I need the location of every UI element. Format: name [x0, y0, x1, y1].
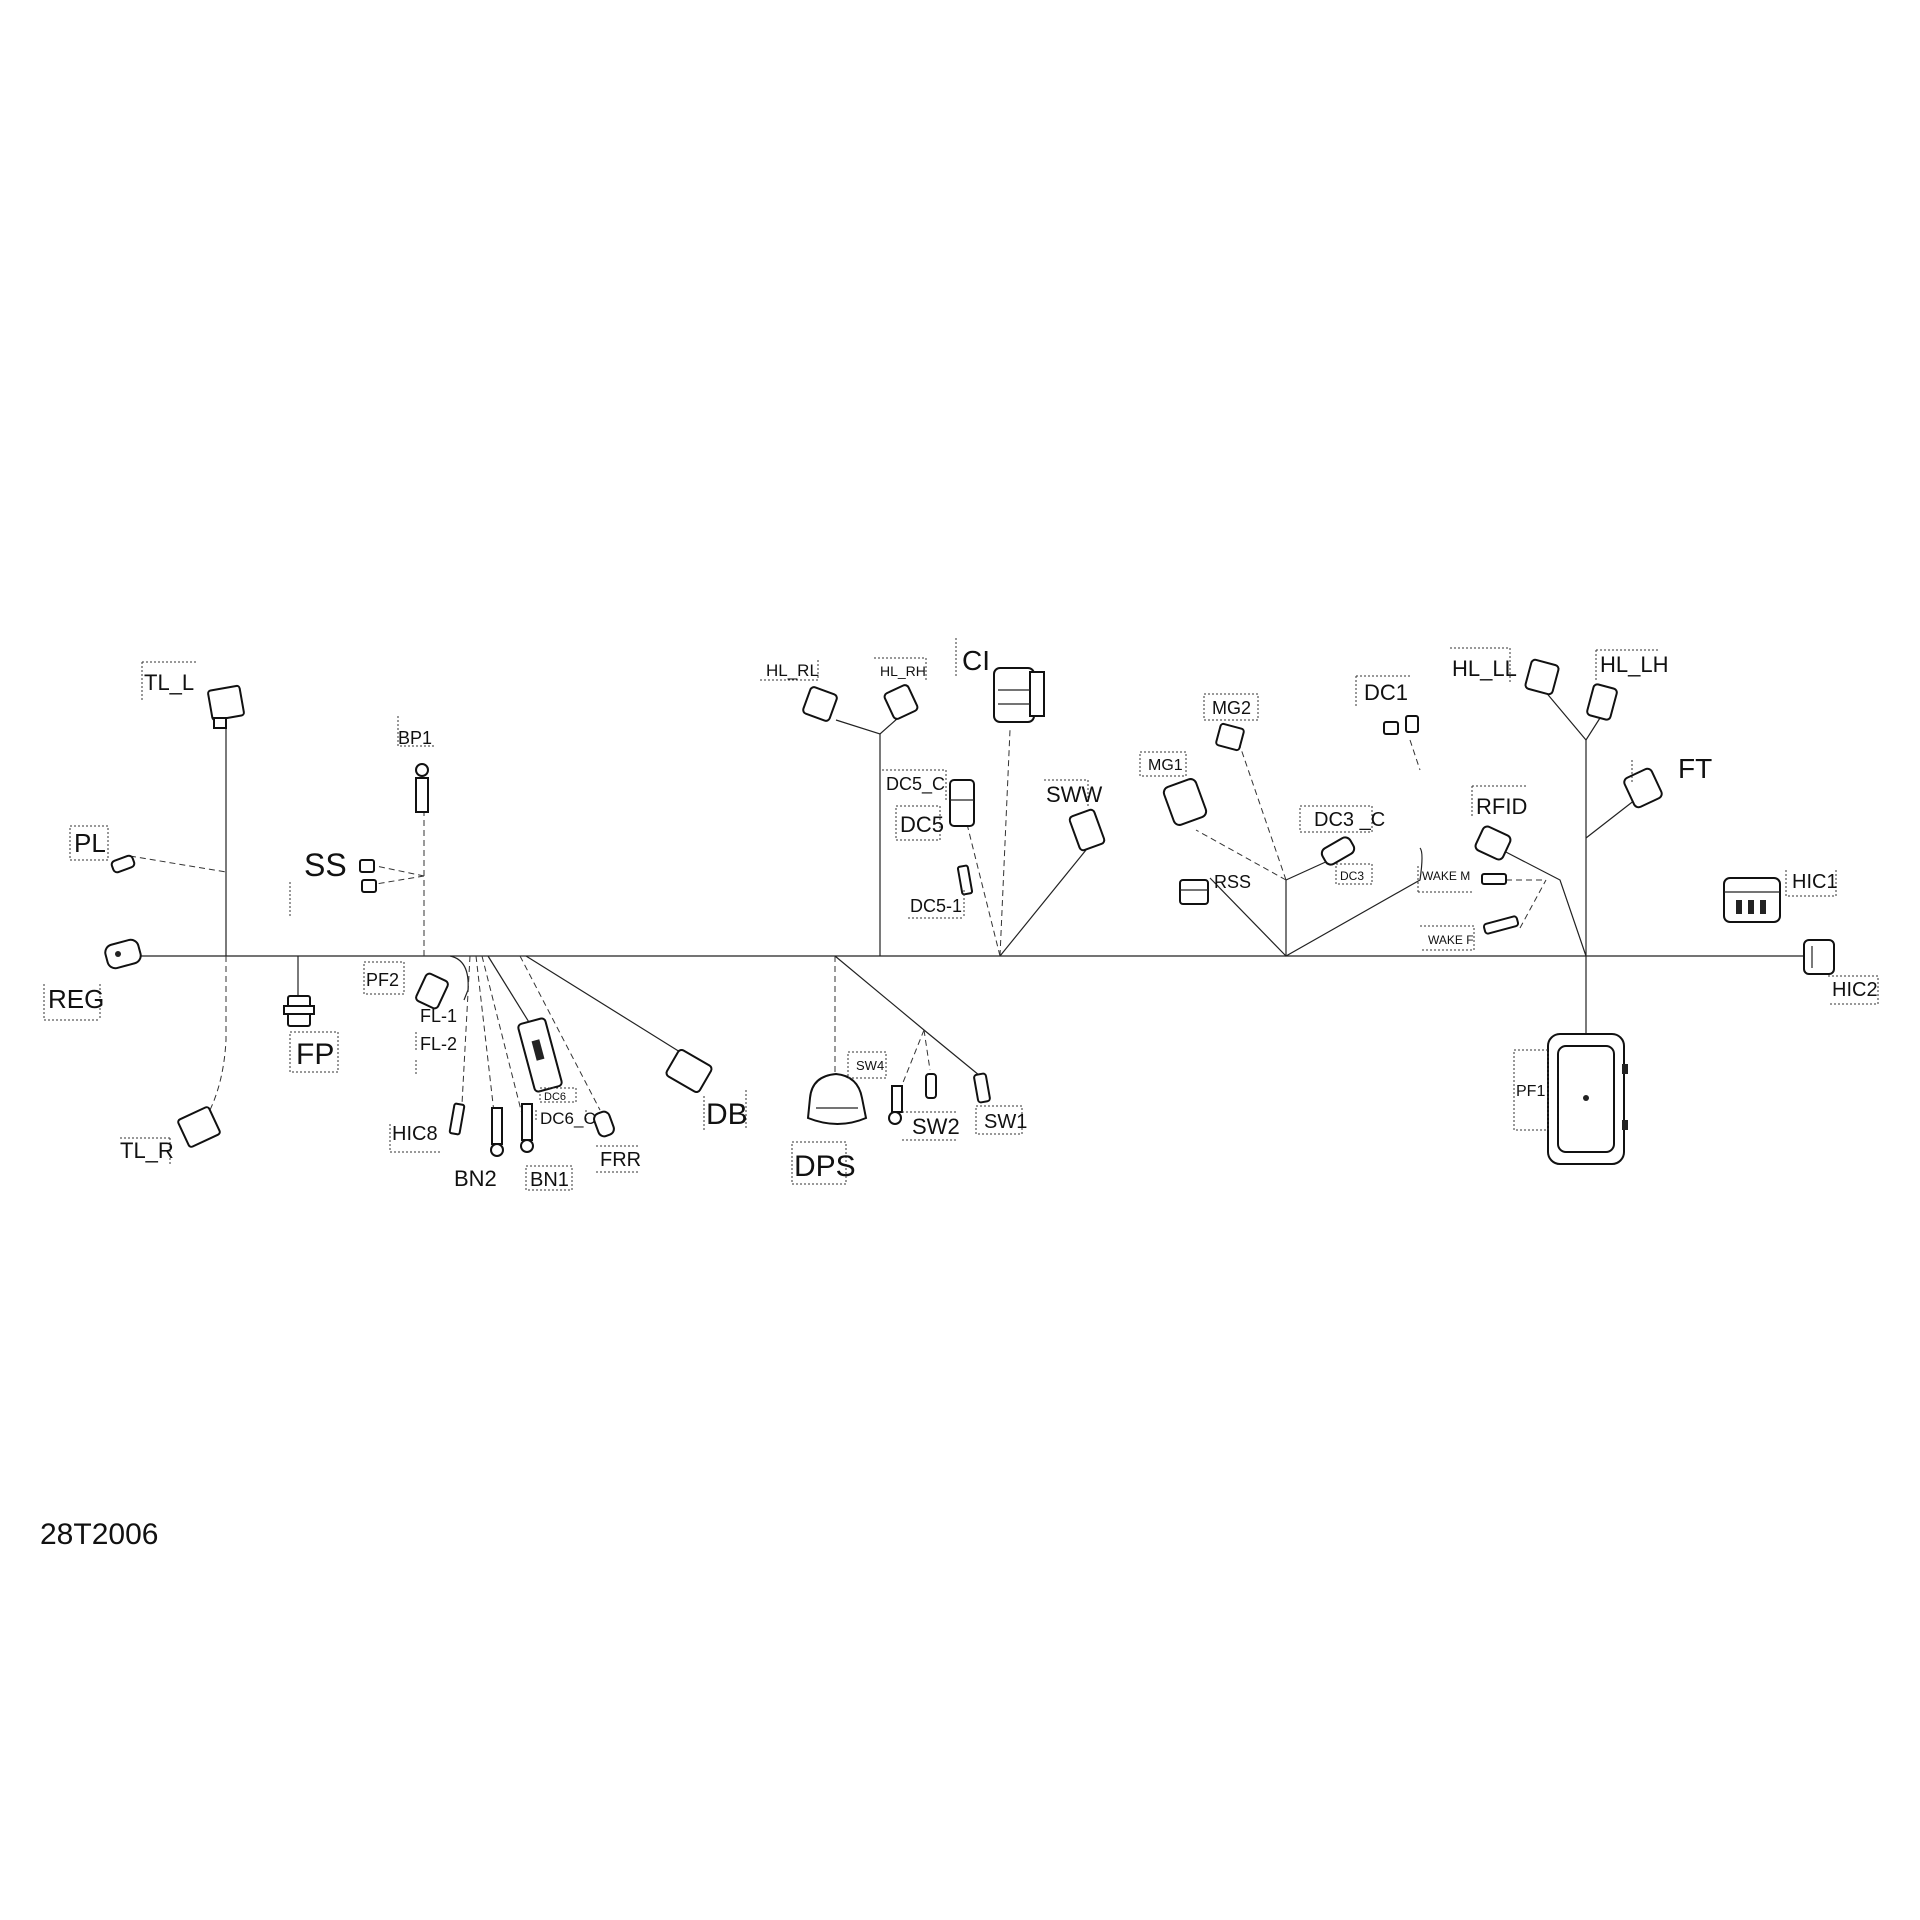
label-sww: SWW: [1046, 782, 1102, 807]
label-ss: SS: [304, 847, 347, 883]
connector-hl-ll-icon: [1524, 658, 1560, 696]
label-bn1: BN1: [530, 1169, 569, 1191]
label-hl-ll: HL_LL: [1452, 656, 1517, 681]
label-fl-2: FL-2: [420, 1034, 457, 1054]
label-dc3: DC3: [1340, 869, 1364, 883]
connector-hic8-icon: [448, 1102, 466, 1136]
connector-hl-rl-icon: [802, 686, 838, 722]
label-dc5-1: DC5-1: [910, 896, 962, 916]
label-hic1: HIC1: [1792, 871, 1838, 893]
label-dc6: DC6: [544, 1091, 566, 1103]
connector-bp1-icon: [415, 763, 429, 813]
label-dps: DPS: [794, 1150, 856, 1183]
connector-tl-l-icon: [207, 684, 245, 729]
connector-sww-icon: [1068, 808, 1106, 852]
label-pf1: PF1: [1516, 1083, 1545, 1100]
label-fp: FP: [296, 1038, 334, 1071]
connector-wake-m-icon: [1481, 873, 1507, 885]
diagram-reference-number: 28T2006: [40, 1518, 158, 1551]
connector-dc1-icon: [1383, 715, 1419, 735]
connector-rss-icon: [1179, 879, 1209, 905]
label-dc1: DC1: [1364, 680, 1408, 705]
label-hl-rl: HL_RL: [766, 661, 819, 680]
connector-hl-lh-icon: [1586, 683, 1618, 721]
harness-wires: [129, 689, 1810, 1131]
label-hl-rh: HL_RH: [880, 663, 926, 679]
connector-bn1-icon: [520, 1103, 534, 1153]
connector-db-icon: [665, 1048, 713, 1094]
connector-ss-icon: [359, 859, 377, 893]
connector-bn2-icon: [490, 1107, 504, 1157]
label-wake-m: WAKE M: [1422, 869, 1470, 883]
connector-sw4-icon: [888, 1085, 903, 1125]
label-pl: PL: [74, 828, 106, 858]
label-rfid: RFID: [1476, 794, 1527, 819]
label-frr: FRR: [600, 1149, 641, 1171]
label-pf2: PF2: [366, 970, 399, 990]
label-rss: RSS: [1214, 872, 1251, 892]
connector-dc5-1-icon: [956, 864, 974, 896]
connector-mg1-icon: [1162, 778, 1208, 826]
connector-pf1-icon: [1547, 1033, 1628, 1165]
connector-dps-icon: [806, 1072, 868, 1125]
label-mg2: MG2: [1212, 698, 1251, 718]
label-dc3-c: DC3 _C: [1314, 809, 1385, 831]
label-sw4: SW4: [856, 1058, 884, 1073]
connectors: [104, 658, 1835, 1165]
connector-dc6-icon: [517, 1017, 563, 1093]
label-bn2: BN2: [454, 1166, 497, 1191]
label-db: DB: [706, 1098, 748, 1131]
label-dc5-c: DC5_C: [886, 774, 945, 795]
label-hic2: HIC2: [1832, 979, 1878, 1001]
label-tl-l: TL_L: [144, 670, 194, 695]
connector-wake-f-icon: [1482, 915, 1520, 935]
label-hic8: HIC8: [392, 1123, 438, 1145]
label-tags: [43, 638, 1879, 1191]
label-hl-lh: HL_LH: [1600, 652, 1668, 677]
connector-fp-icon: [283, 995, 315, 1027]
label-bp1: BP1: [398, 728, 432, 748]
label-sw2: SW2: [912, 1114, 960, 1139]
connector-hl-rh-icon: [883, 684, 919, 720]
label-tl-r: TL_R: [120, 1138, 174, 1163]
label-fl-1: FL-1: [420, 1006, 457, 1026]
label-sw1: SW1: [984, 1111, 1027, 1133]
label-ci: CI: [962, 645, 990, 676]
label-mg1: MG1: [1148, 757, 1183, 774]
connector-hic1-icon: [1723, 877, 1781, 923]
label-reg: REG: [48, 984, 104, 1014]
label-dc6-c: DC6_C: [540, 1109, 596, 1128]
label-ft: FT: [1678, 753, 1712, 784]
connector-frr-icon: [593, 1110, 615, 1138]
connector-reg-icon: [104, 938, 142, 970]
connector-rfid-icon: [1474, 825, 1512, 861]
connector-dc3-icon: [1320, 836, 1356, 866]
connector-tl-r-icon: [177, 1106, 221, 1148]
connector-dc5-icon: [949, 779, 975, 827]
connector-sw2-icon: [925, 1073, 937, 1099]
label-wake-f: WAKE F: [1428, 933, 1474, 947]
connector-mg2-icon: [1215, 722, 1245, 752]
label-dc5: DC5: [900, 812, 944, 837]
connector-labels: TL_L TL_R PL REG FP SS BP1 PF2 FL-1 FL-2…: [48, 645, 1878, 1191]
connector-ci-icon: [993, 667, 1045, 723]
connector-hic2-icon: [1803, 939, 1835, 975]
connector-ft-icon: [1623, 767, 1663, 809]
connector-pl-icon: [110, 854, 136, 874]
connector-pf2-icon: [415, 972, 449, 1010]
connector-sw1-icon: [973, 1072, 991, 1104]
